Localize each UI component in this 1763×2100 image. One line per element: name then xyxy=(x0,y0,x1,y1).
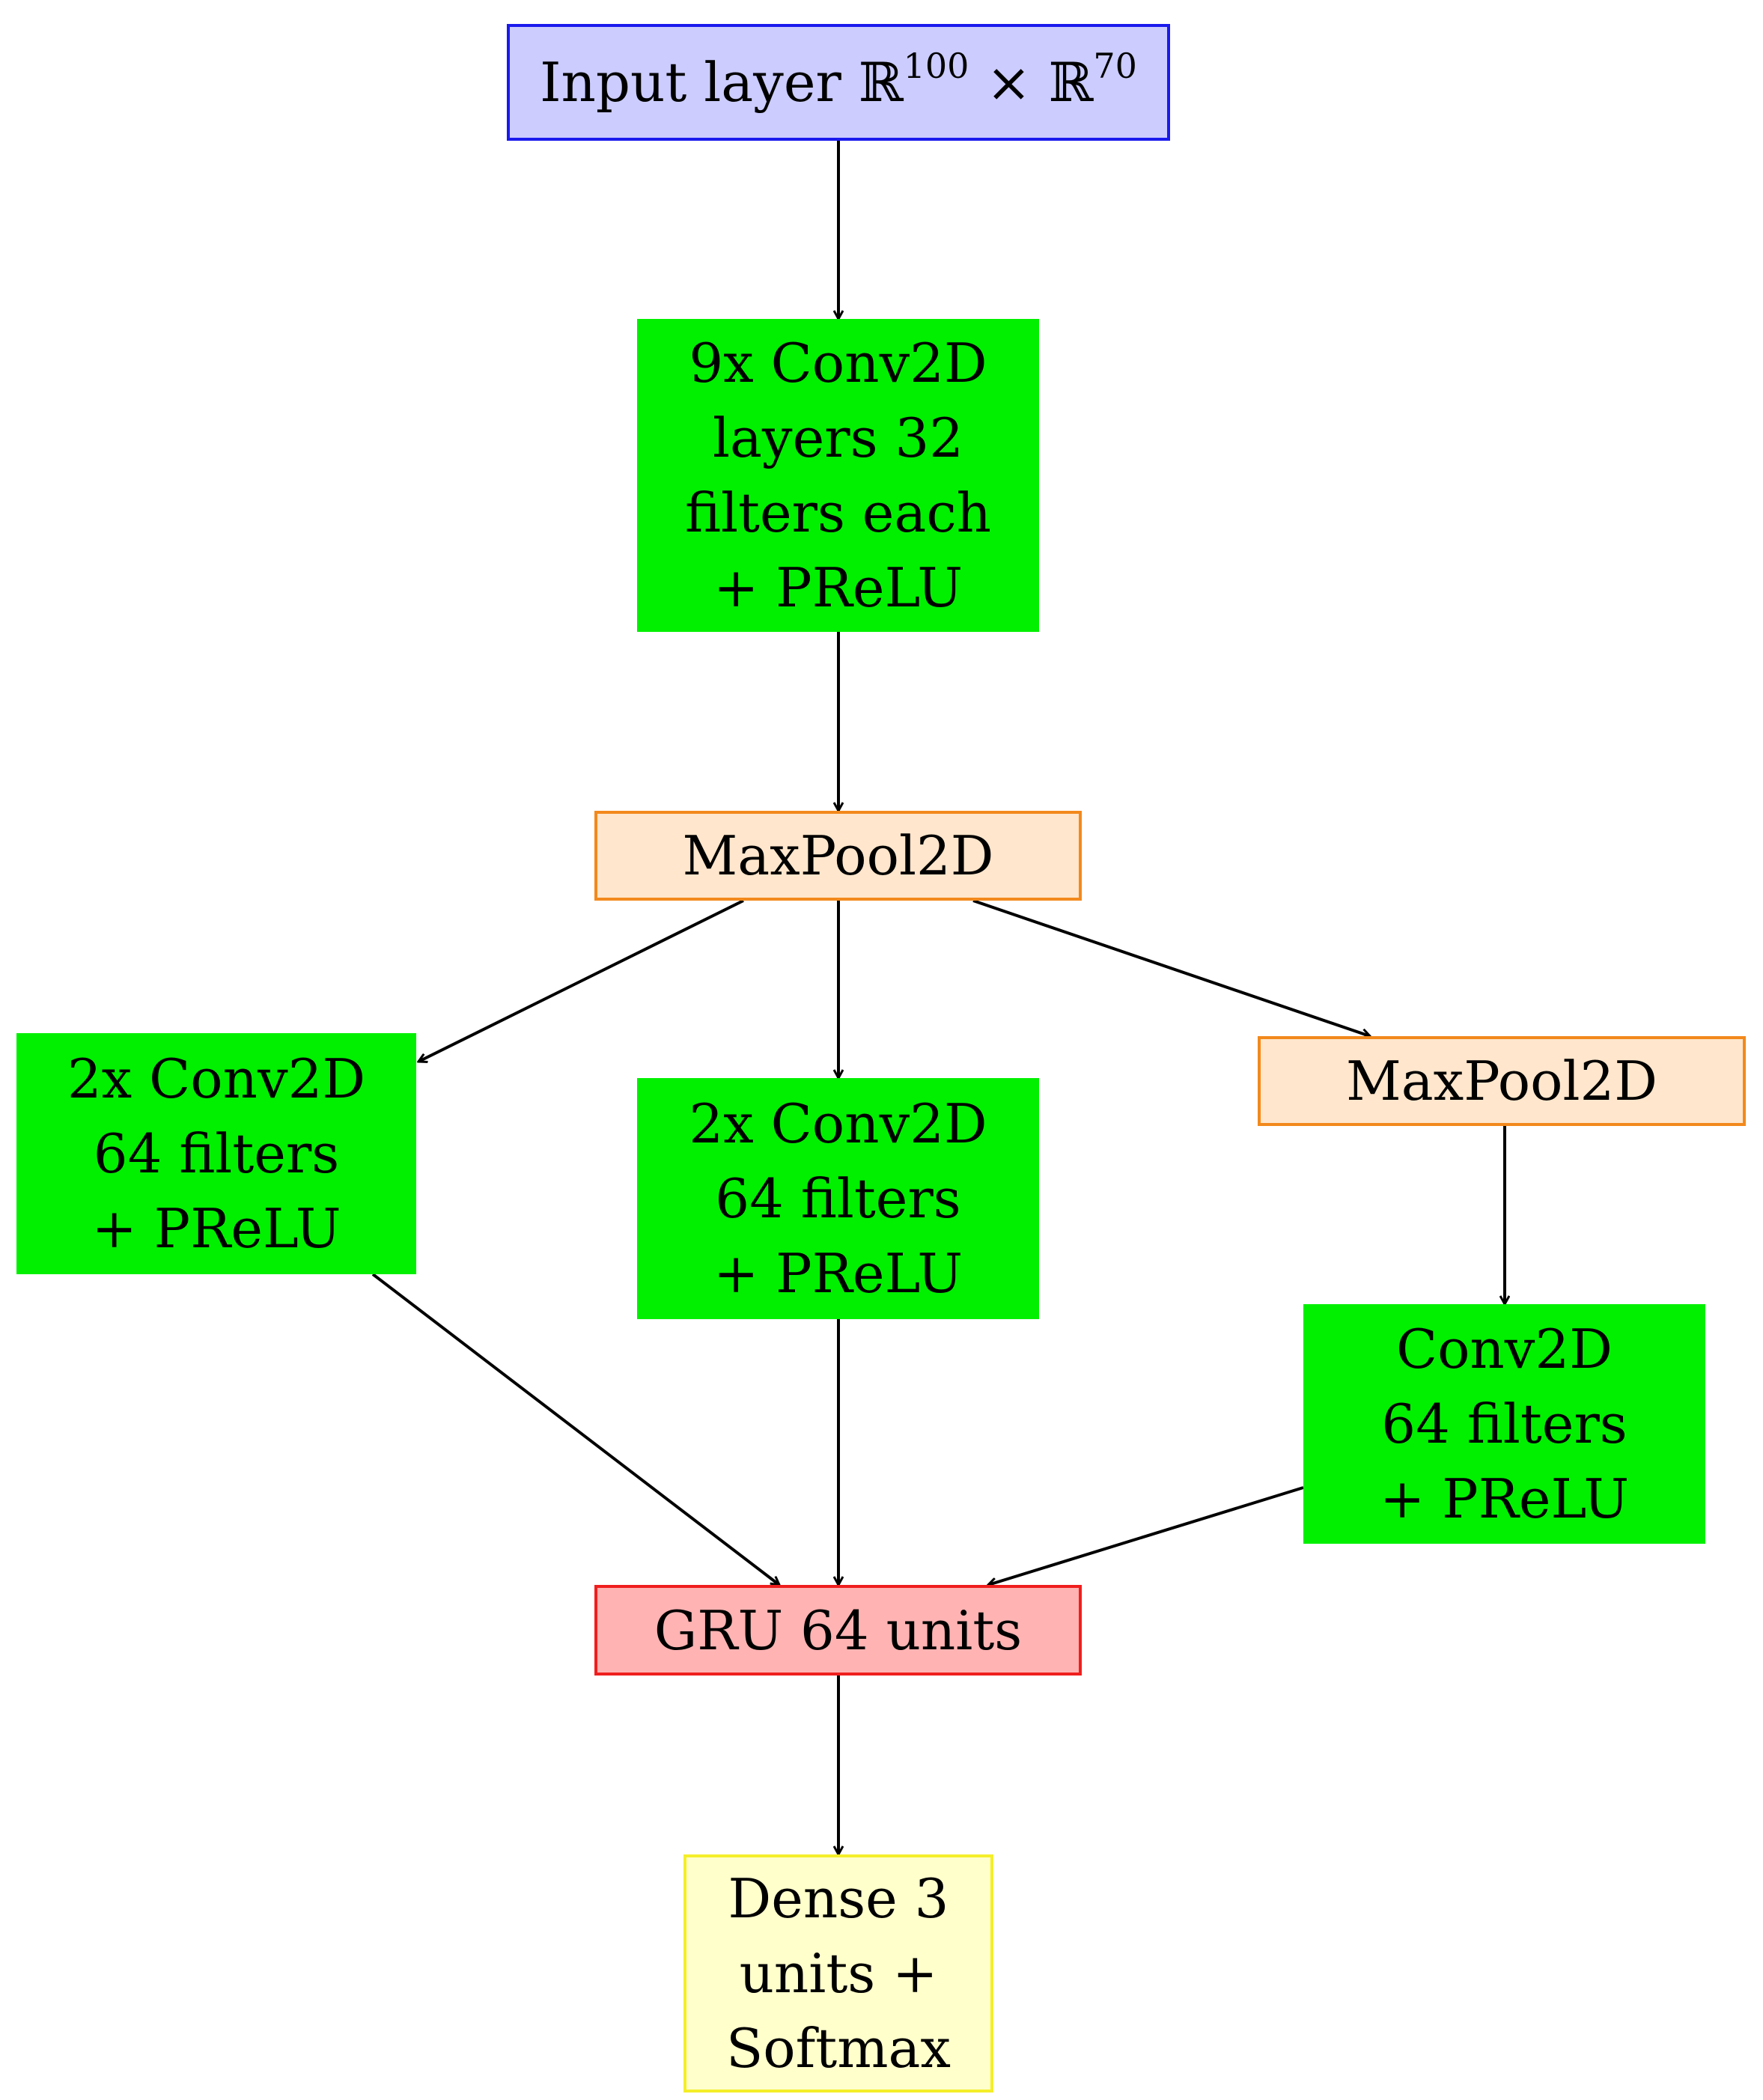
input-layer-label: Input layer ℝ100 × ℝ70 xyxy=(540,45,1137,120)
input-layer-node: Input layer ℝ100 × ℝ70 xyxy=(507,24,1170,141)
dense-line-3: Softmax xyxy=(725,2017,951,2080)
edge-maxpool1-to-conv-left xyxy=(418,899,744,1062)
conv9-line-1: 9x Conv2D xyxy=(689,332,987,395)
dense-line-1: Dense 3 xyxy=(728,1867,949,1930)
conv9-node: 9x Conv2D layers 32 filters each + PReLU xyxy=(637,319,1039,632)
conv-right-line-1: Conv2D xyxy=(1395,1318,1613,1381)
gru-label: GRU 64 units xyxy=(654,1598,1023,1662)
dense-node: Dense 3 units + Softmax xyxy=(683,1854,993,2093)
input-layer-text: Input layer xyxy=(540,51,859,114)
edge-conv-right-to-gru xyxy=(988,1486,1304,1585)
conv-left-line-1: 2x Conv2D xyxy=(67,1047,366,1110)
real-set-symbol: ℝ xyxy=(858,51,904,114)
times-symbol: × xyxy=(969,51,1049,114)
conv-right-line-2: 64 filters xyxy=(1381,1393,1627,1455)
edge-conv-left-to-gru xyxy=(371,1273,779,1585)
maxpool1-label: MaxPool2D xyxy=(682,824,994,887)
conv-right-line-3: + PReLU xyxy=(1379,1467,1630,1530)
conv-mid-line-3: + PReLU xyxy=(713,1242,963,1305)
conv-left-node: 2x Conv2D 64 filters + PReLU xyxy=(16,1033,416,1274)
gru-node: GRU 64 units xyxy=(594,1585,1082,1676)
input-dim-2: 70 xyxy=(1093,46,1137,86)
conv-mid-line-2: 64 filters xyxy=(715,1167,961,1230)
maxpool1-node: MaxPool2D xyxy=(594,811,1082,901)
input-dim-1: 100 xyxy=(903,46,969,86)
conv-mid-node: 2x Conv2D 64 filters + PReLU xyxy=(637,1078,1039,1319)
real-set-symbol: ℝ xyxy=(1048,51,1094,114)
edge-maxpool1-to-maxpool2 xyxy=(972,899,1370,1036)
dense-line-2: units + xyxy=(739,1942,938,2005)
maxpool2-node: MaxPool2D xyxy=(1258,1036,1746,1126)
conv-left-line-2: 64 filters xyxy=(93,1122,340,1185)
conv-right-node: Conv2D 64 filters + PReLU xyxy=(1303,1304,1705,1544)
maxpool2-label: MaxPool2D xyxy=(1345,1050,1658,1113)
conv9-line-4: + PReLU xyxy=(713,556,963,619)
conv-left-line-3: + PReLU xyxy=(91,1197,341,1260)
conv9-line-3: filters each xyxy=(684,481,992,544)
conv-mid-line-1: 2x Conv2D xyxy=(689,1092,987,1155)
conv9-line-2: layers 32 xyxy=(712,407,964,469)
